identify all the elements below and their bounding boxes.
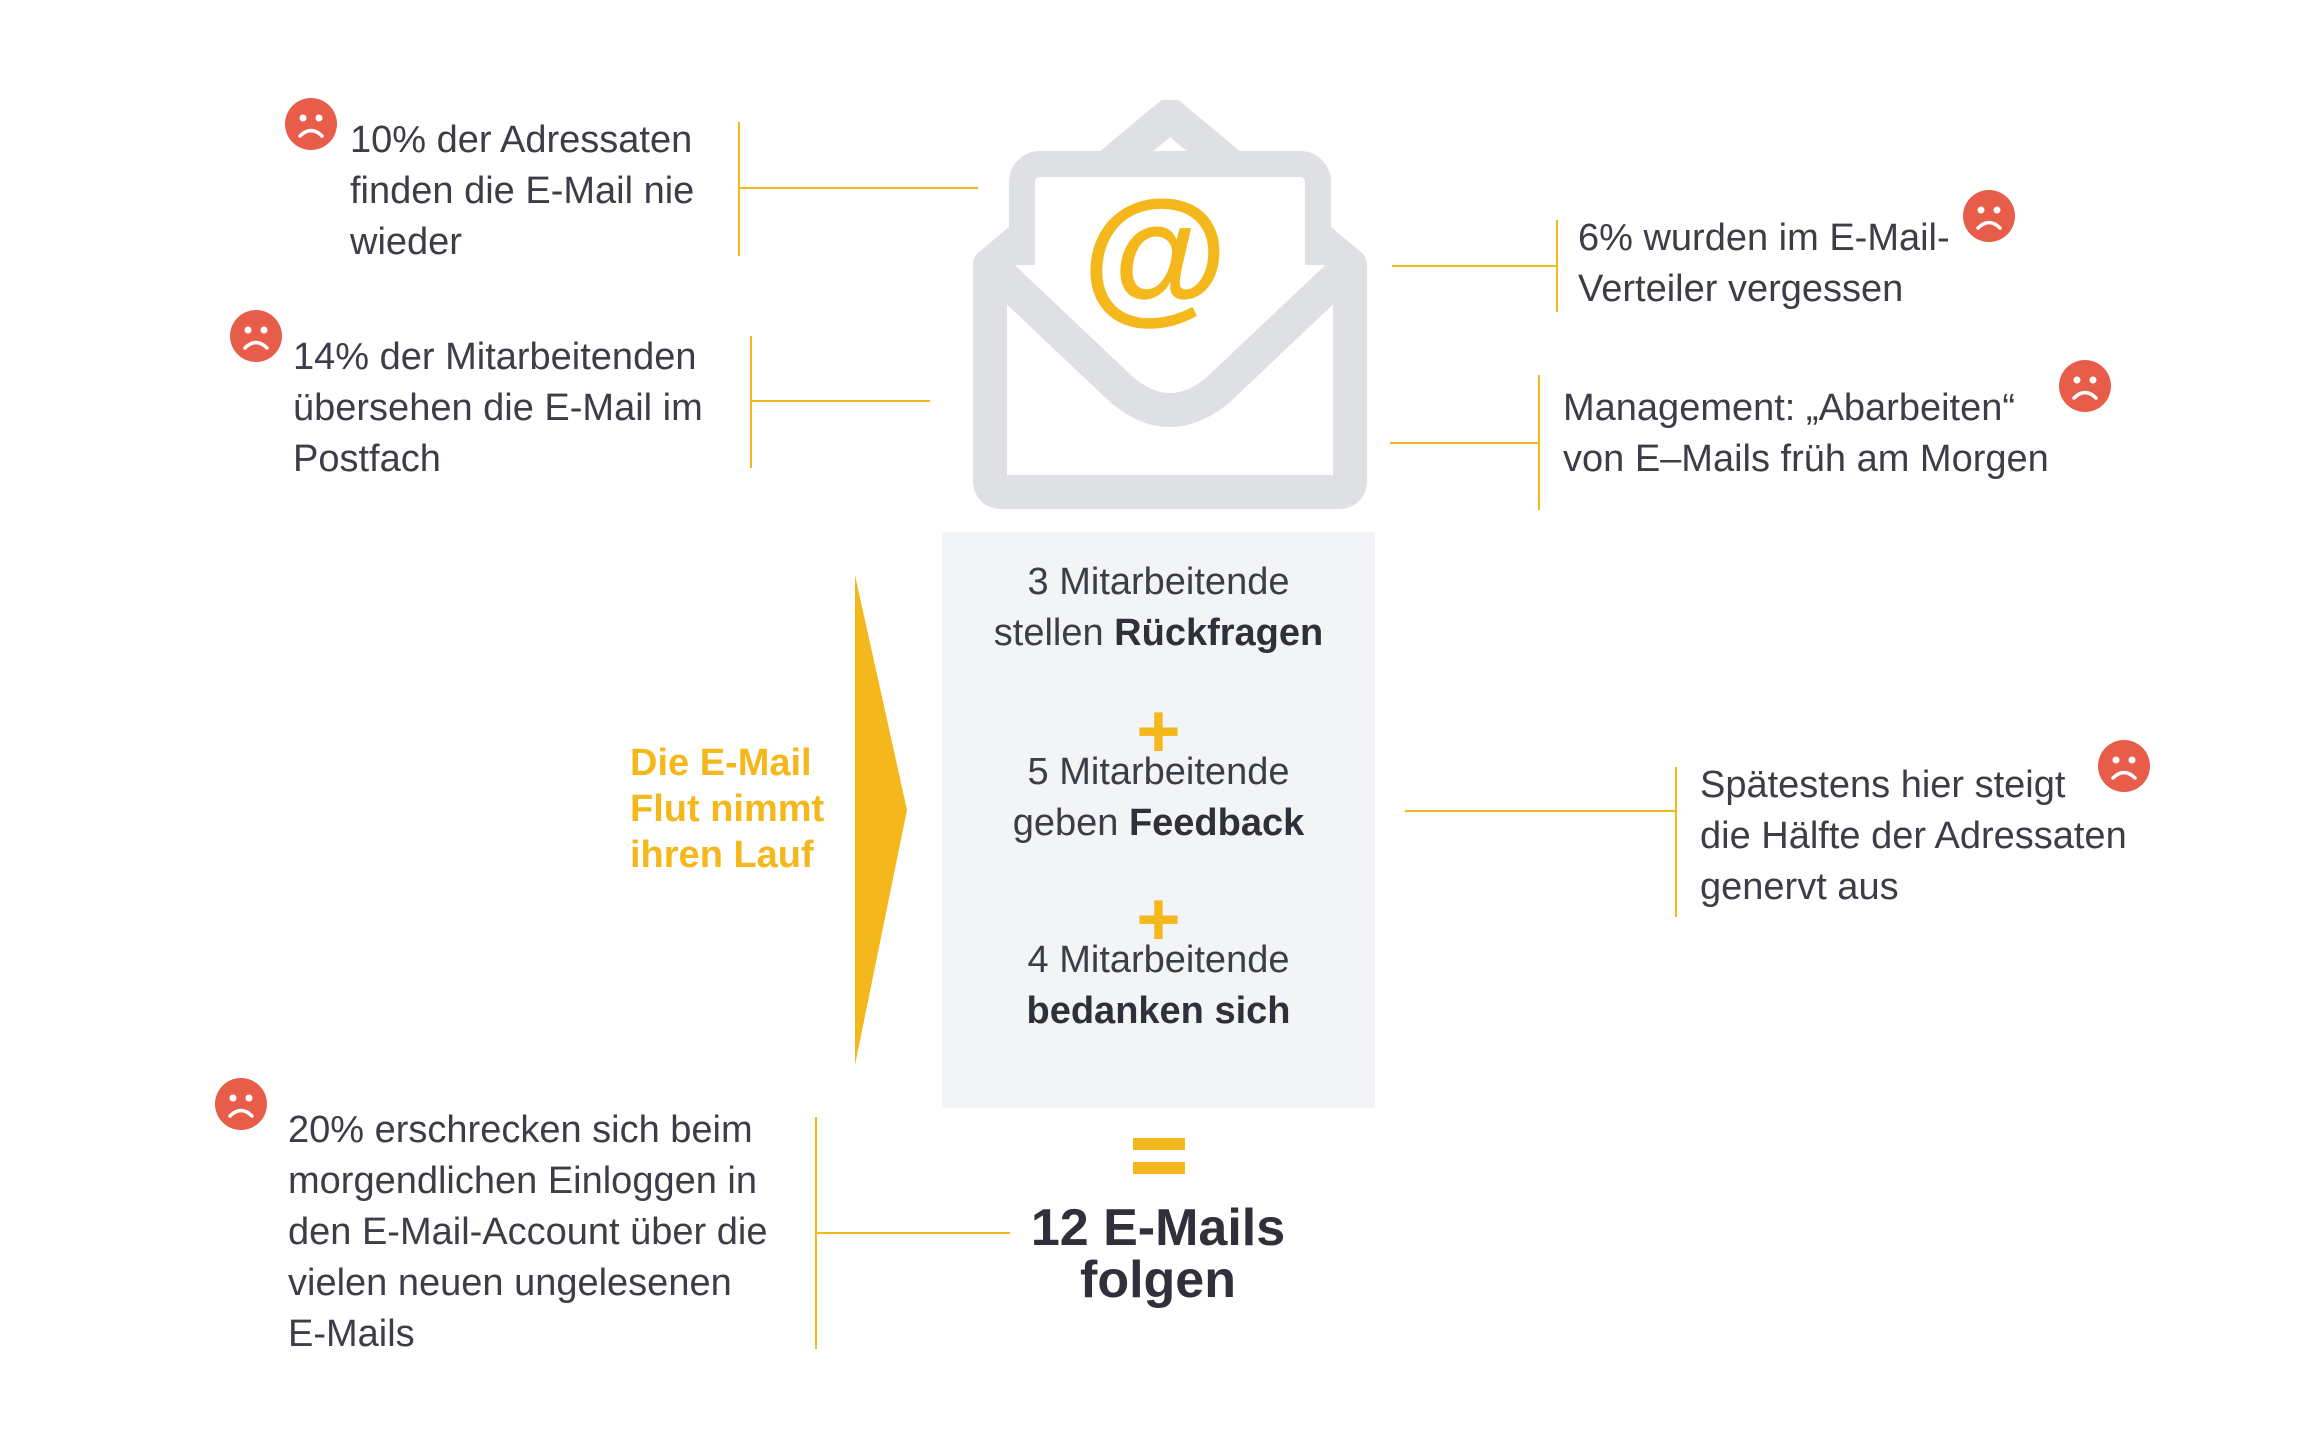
connector [750, 400, 930, 402]
row-thanks-line2: bedanken sich [942, 986, 1375, 1037]
result-line1: 12 E-Mails [1030, 1199, 1286, 1257]
sad-face-icon [2059, 360, 2111, 412]
note-annoyed: Spätestens hier steigt die Hälfte der Ad… [1700, 764, 2127, 908]
row-feedback-prefix: geben [1012, 802, 1129, 844]
note-management: Management: „Abarbeiten“ von E–Mails frü… [1563, 387, 2049, 480]
note-overlooked: 14% der Mitarbeitenden übersehen die E-M… [293, 336, 703, 480]
reply-summary-box: 3 Mitarbeitende stellen Rückfragen + 5 M… [942, 532, 1375, 1108]
connector [1392, 265, 1558, 267]
result-text: 12 E-Mails folgen [958, 1202, 1358, 1306]
connector [750, 336, 752, 468]
sad-face-icon [215, 1078, 267, 1130]
sad-face-icon [230, 310, 282, 362]
row-thanks-line1: 4 Mitarbeitende [1027, 939, 1290, 981]
row-questions-bold: Rückfragen [1114, 612, 1324, 654]
envelope-illustration: @ [973, 100, 1367, 509]
plus-sign: + [1136, 877, 1181, 962]
envelope-open-at-icon [973, 100, 1367, 509]
row-feedback: 5 Mitarbeitende geben Feedback [942, 747, 1375, 849]
result-line2: folgen [1080, 1251, 1236, 1309]
connector [815, 1232, 1010, 1234]
connector [1675, 767, 1677, 917]
row-thanks: 4 Mitarbeitende bedanken sich [942, 935, 1375, 1037]
equals-sign [1133, 1138, 1185, 1174]
row-questions-line2: stellen Rückfragen [942, 608, 1375, 659]
connector [738, 122, 740, 256]
row-feedback-line2: geben Feedback [942, 798, 1375, 849]
flow-label: Die E-Mail Flut nimmt ihren Lauf [630, 742, 825, 876]
sad-face-icon [2098, 740, 2150, 792]
note-scared: 20% erschrecken sich beim morgendlichen … [288, 1109, 768, 1355]
note-not-found: 10% der Adressaten finden die E-Mail nie… [350, 119, 695, 263]
connector [1405, 810, 1677, 812]
connector [738, 187, 978, 189]
sad-face-icon [1963, 190, 2015, 242]
row-feedback-bold: Feedback [1128, 802, 1305, 844]
connector [1390, 442, 1540, 444]
sad-face-icon [285, 98, 337, 150]
plus-sign: + [1136, 689, 1181, 774]
row-questions: 3 Mitarbeitende stellen Rückfragen [942, 557, 1375, 659]
row-thanks-bold: bedanken sich [1026, 990, 1291, 1032]
row-feedback-line1: 5 Mitarbeitende [1027, 751, 1290, 793]
row-questions-prefix: stellen [993, 612, 1115, 654]
note-forgotten: 6% wurden im E-Mail- Verteiler vergessen [1578, 217, 1950, 310]
flow-arrow-icon [855, 575, 907, 1065]
at-symbol: @ [1082, 169, 1228, 337]
row-questions-line1: 3 Mitarbeitende [1027, 561, 1290, 603]
